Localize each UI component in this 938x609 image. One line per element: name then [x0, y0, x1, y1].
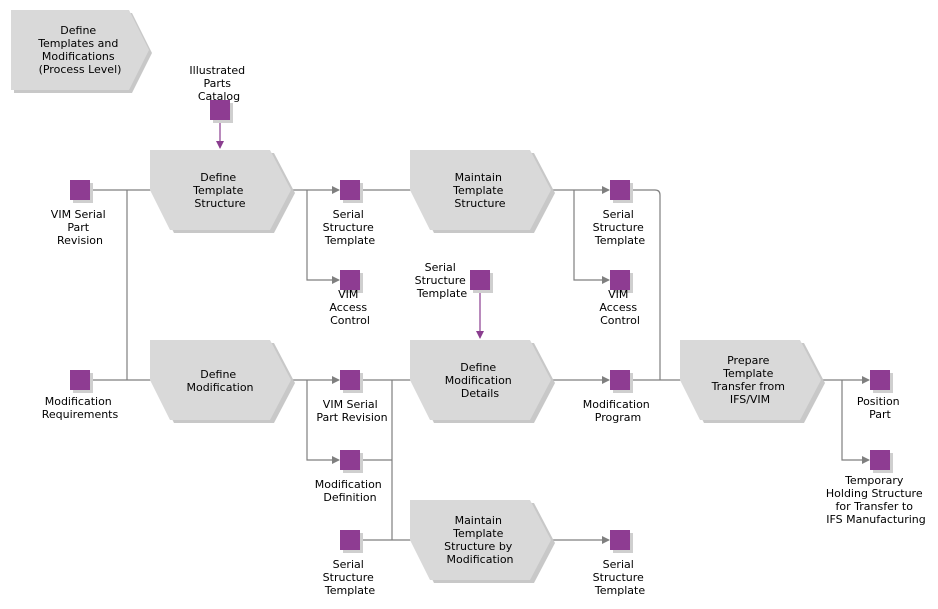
connector [573, 190, 610, 284]
object-vim-access-control[interactable] [340, 270, 360, 290]
object-label: Illustrated Parts Catalog [189, 64, 248, 103]
object-label: Serial Structure Template [323, 558, 378, 597]
labels: Define Templates and Modifications (Proc… [37, 24, 926, 597]
object-vim-access-control[interactable] [610, 270, 630, 290]
object-vim-serial-part-revision-out[interactable] [340, 370, 360, 390]
connector [306, 380, 340, 464]
object-label: Modification Requirements [42, 395, 119, 421]
object-label: Serial Structure Template [415, 261, 470, 300]
object-label: VIM Access Control [599, 288, 640, 327]
object-modification-program[interactable] [610, 370, 630, 390]
object-serial-structure-template[interactable] [610, 180, 630, 200]
step-define-template-structure[interactable] [150, 150, 291, 230]
step-label: Maintain Template Structure by Modificat… [444, 514, 516, 566]
step-define-modification-details[interactable] [410, 340, 551, 420]
object-vim-serial-part-revision[interactable] [70, 180, 90, 200]
business-objects [70, 100, 893, 553]
object-label: Serial Structure Template [323, 208, 378, 247]
object-label: VIM Serial Part Revision [51, 208, 109, 247]
object-label: Serial Structure Template [593, 558, 648, 597]
object-label: VIM Serial Part Revision [316, 398, 387, 424]
object-label: Modification Definition [315, 478, 386, 504]
connector [841, 380, 870, 464]
step-define-modification[interactable] [150, 340, 291, 420]
object-label: Temporary Holding Structure for Transfer… [826, 474, 926, 526]
step-maintain-template-by-modification[interactable] [410, 500, 551, 580]
object-modification-requirements[interactable] [70, 370, 90, 390]
object-label: Modification Program [583, 398, 654, 424]
step-label: Define Modification [186, 368, 253, 394]
object-serial-structure-template-bottom-in[interactable] [340, 530, 360, 550]
connector [631, 189, 661, 380]
connector [306, 190, 340, 284]
step-label: Define Modification Details [445, 361, 516, 400]
object-serial-structure-template[interactable] [340, 180, 360, 200]
object-label: VIM Access Control [329, 288, 370, 327]
object-label: Serial Structure Template [593, 208, 648, 247]
connectors [90, 120, 870, 544]
object-illustrated-parts-catalog[interactable] [210, 100, 230, 120]
object-position-part[interactable] [870, 370, 890, 390]
object-modification-definition[interactable] [340, 450, 360, 470]
process-define-templates-and-modifications[interactable] [11, 10, 149, 90]
object-label: Position Part [857, 395, 903, 421]
process-steps [11, 10, 825, 583]
object-serial-structure-template-input[interactable] [470, 270, 490, 290]
process-label: Define Templates and Modifications (Proc… [37, 24, 122, 76]
step-label: Maintain Template Structure [452, 171, 507, 210]
step-label: Define Template Structure [192, 171, 247, 210]
object-serial-structure-template-bottom-out[interactable] [610, 530, 630, 550]
step-maintain-template-structure[interactable] [410, 150, 551, 230]
step-prepare-template-transfer[interactable] [680, 340, 821, 420]
object-temporary-holding-structure[interactable] [870, 450, 890, 470]
step-label: Prepare Template Transfer from IFS/VIM [711, 354, 789, 406]
